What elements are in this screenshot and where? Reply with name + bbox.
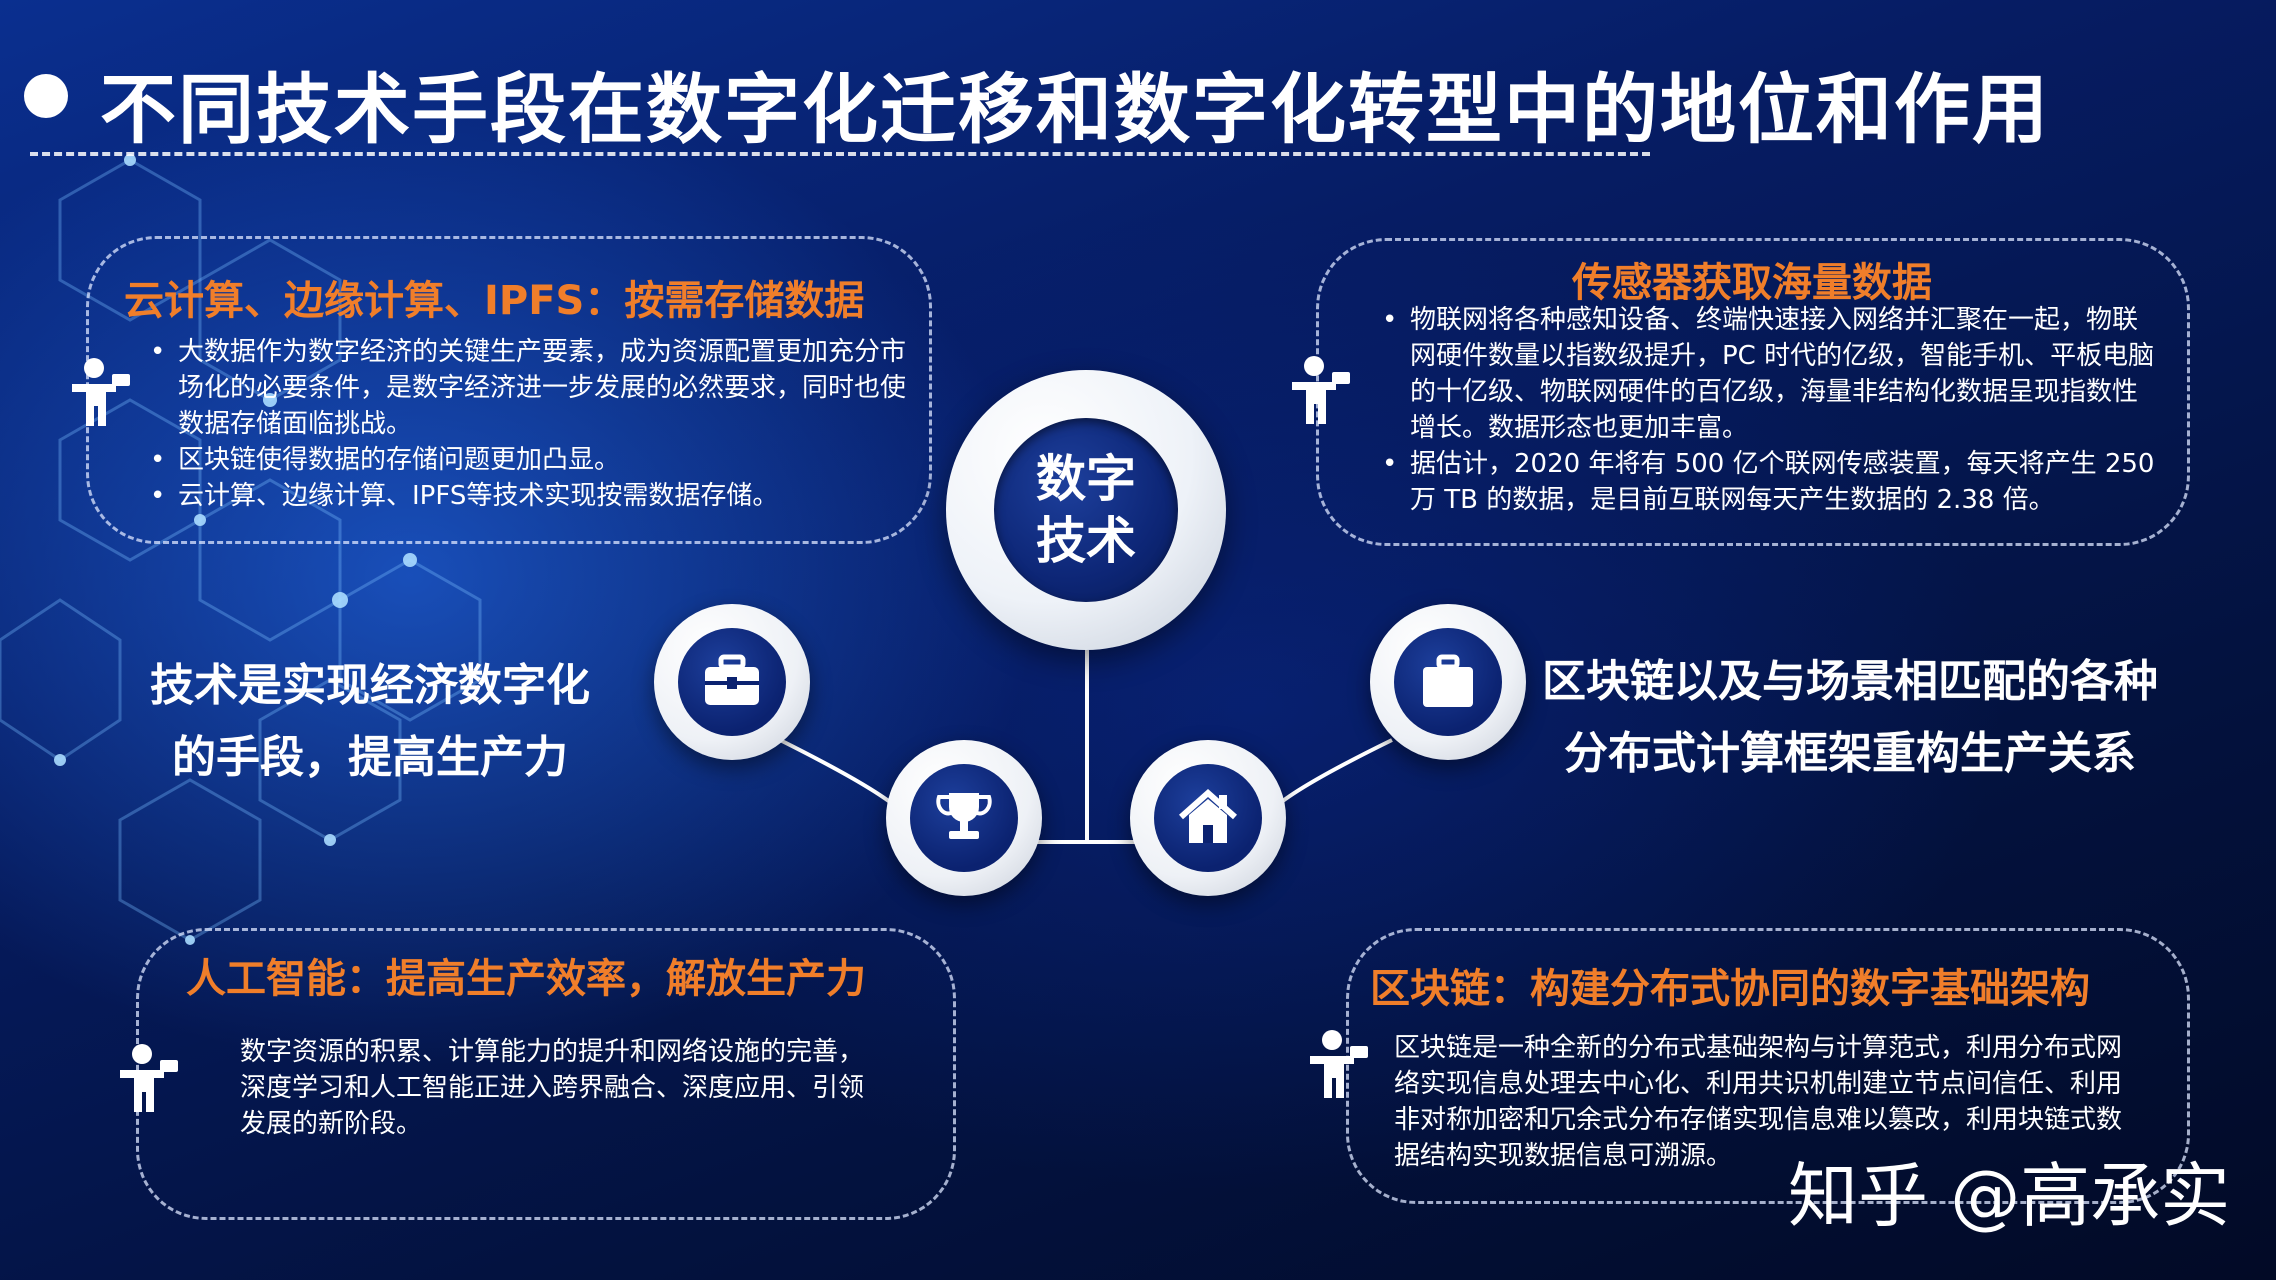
node-trophy	[886, 740, 1042, 896]
panel-cloud-bullets: 大数据作为数字经济的关键生产要素，成为资源配置更加充分市场化的必要条件，是数字经…	[146, 334, 906, 514]
panel-ai-text: 数字资源的积累、计算能力的提升和网络设施的完善，深度学习和人工智能正进入跨界融合…	[240, 1037, 865, 1139]
house-icon	[1179, 788, 1237, 843]
panel-sensor-bullets: 物联网将各种感知设备、终端快速接入网络并汇聚在一起，物联网硬件数量以指数级提升，…	[1378, 302, 2158, 518]
panel-blockchain-title: 区块链：构建分布式协同的数字基础架构	[1370, 966, 2090, 1012]
title-divider	[30, 152, 1650, 156]
left-statement: 技术是实现经济数字化 的手段，提高生产力	[150, 650, 590, 794]
right-statement-line1: 区块链以及与场景相匹配的各种	[1542, 656, 2158, 707]
person-icon	[1292, 356, 1350, 424]
trophy-icon	[936, 793, 992, 839]
toolbox-icon	[705, 654, 759, 705]
left-statement-line1: 技术是实现经济数字化	[150, 660, 590, 711]
panel-ai-title: 人工智能：提高生产效率，解放生产力	[186, 956, 866, 1002]
panel-cloud-title: 云计算、边缘计算、IPFS：按需存储数据	[124, 278, 865, 324]
bullet-item: 云计算、边缘计算、IPFS等技术实现按需数据存储。	[146, 478, 906, 514]
right-statement: 区块链以及与场景相匹配的各种 分布式计算框架重构生产关系	[1540, 646, 2160, 790]
hub-circle: 数字技术	[946, 370, 1226, 650]
person-icon	[1310, 1030, 1368, 1098]
person-icon	[72, 358, 130, 426]
watermark: 知乎 @高承实	[1788, 1155, 2231, 1237]
hub-label: 数字技术	[1036, 450, 1136, 570]
panel-blockchain	[1346, 928, 2190, 1204]
panel-sensor-title: 传感器获取海量数据	[1572, 260, 1932, 306]
title-bullet	[24, 74, 68, 118]
node-toolbox	[654, 604, 810, 760]
panel-blockchain-text: 区块链是一种全新的分布式基础架构与计算范式，利用分布式网络实现信息处理去中心化、…	[1394, 1033, 2123, 1171]
page-title: 不同技术手段在数字化迁移和数字化转型中的地位和作用	[100, 65, 2050, 154]
node-house	[1130, 740, 1286, 896]
node-bag	[1370, 604, 1526, 760]
bag-icon	[1423, 654, 1473, 707]
bullet-item: 物联网将各种感知设备、终端快速接入网络并汇聚在一起，物联网硬件数量以指数级提升，…	[1378, 302, 2158, 446]
right-statement-line2: 分布式计算框架重构生产关系	[1564, 728, 2136, 779]
bullet-item: 区块链使得数据的存储问题更加凸显。	[146, 442, 906, 478]
hub-inner: 数字技术	[994, 418, 1178, 602]
person-icon	[120, 1044, 178, 1112]
bullet-item: 大数据作为数字经济的关键生产要素，成为资源配置更加充分市场化的必要条件，是数字经…	[146, 334, 906, 442]
left-statement-line2: 的手段，提高生产力	[172, 732, 568, 783]
bullet-item: 据估计，2020 年将有 500 亿个联网传感装置，每天将产生 250 万 TB…	[1378, 446, 2158, 518]
